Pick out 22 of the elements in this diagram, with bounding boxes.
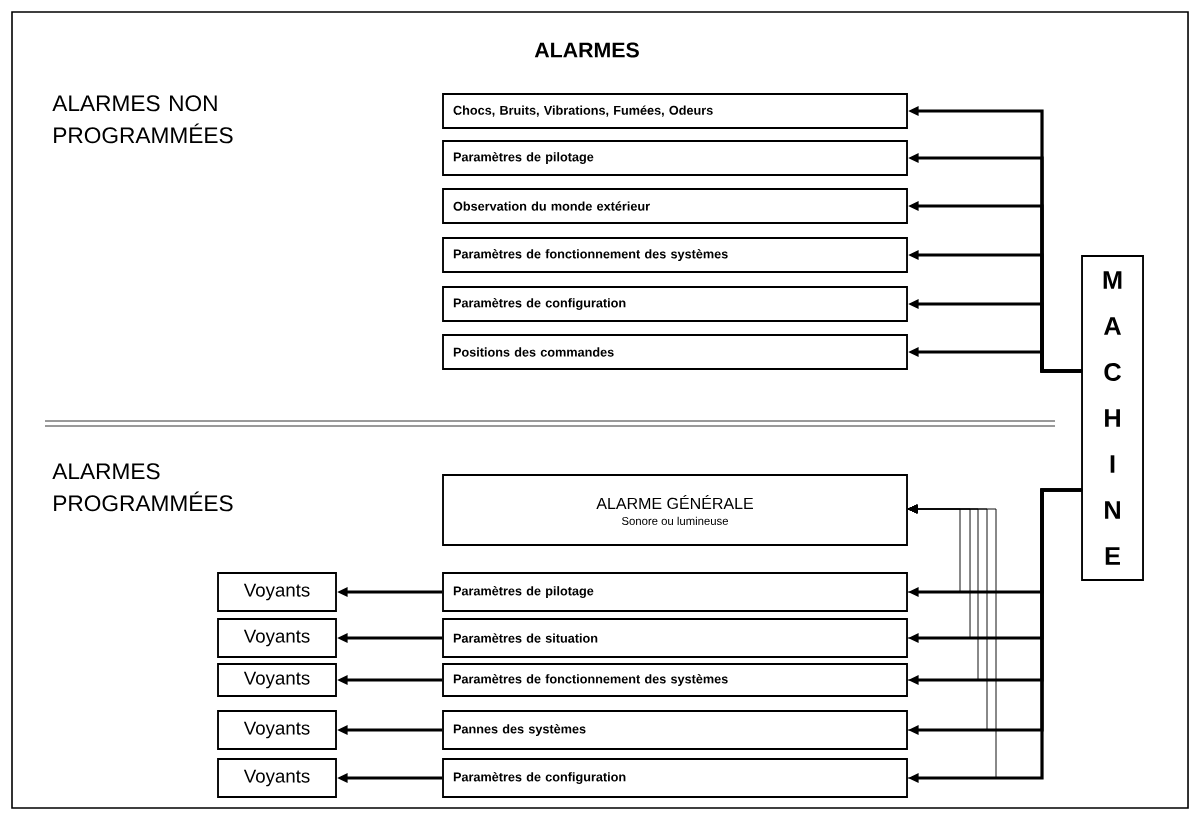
machine-box: MACHINE — [1081, 255, 1144, 581]
title: ALARMES — [534, 42, 639, 58]
parameter-box: Paramètres de pilotage — [442, 572, 908, 612]
parameter-box: Chocs, Bruits, Vibrations, Fumées, Odeurs — [442, 93, 908, 129]
parameter-box: Paramètres de situation — [442, 618, 908, 658]
indicator-box: Voyants — [217, 758, 337, 798]
parameter-box: Paramètres de configuration — [442, 286, 908, 322]
parameter-box: Observation du monde extérieur — [442, 188, 908, 224]
indicator-box: Voyants — [217, 663, 337, 697]
indicator-box: Voyants — [217, 618, 337, 658]
section-label: ALARMES PROGRAMMÉES — [52, 463, 233, 512]
parameter-box: Paramètres de pilotage — [442, 140, 908, 176]
section-label: ALARMES NON PROGRAMMÉES — [52, 95, 233, 144]
arrow — [907, 504, 997, 779]
parameter-box: Pannes des systèmes — [442, 710, 908, 750]
indicator-box: Voyants — [217, 710, 337, 750]
parameter-box: Positions des commandes — [442, 334, 908, 370]
parameter-box: Paramètres de configuration — [442, 758, 908, 798]
alarm-box: ALARME GÉNÉRALE Sonore ou lumineuse — [442, 474, 908, 546]
indicator-box: Voyants — [217, 572, 337, 612]
parameter-box: Paramètres de fonctionnement des systèmes — [442, 663, 908, 697]
parameter-box: Paramètres de fonctionnement des systèmes — [442, 237, 908, 273]
